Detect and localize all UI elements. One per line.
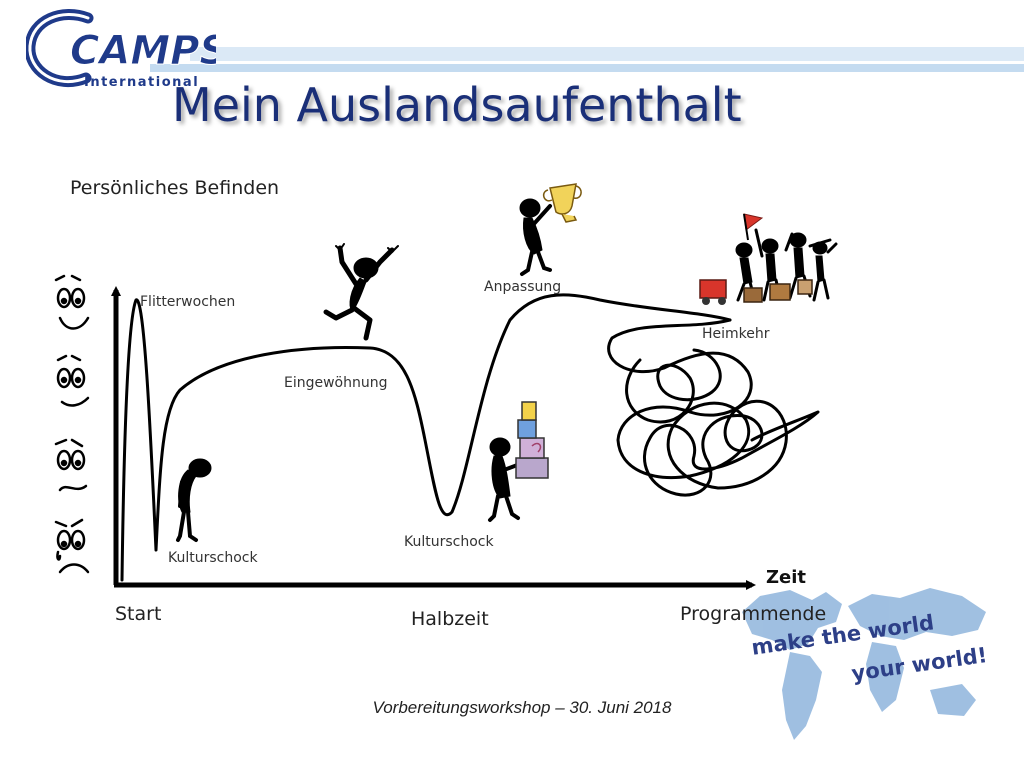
logo-brand: CAMPS [70, 28, 216, 74]
phase-label-kulturschock-2: Kulturschock [404, 534, 494, 550]
mood-curve [120, 293, 732, 582]
heimkehr-tangle [607, 318, 820, 497]
phase-label-heimkehr: Heimkehr [702, 326, 770, 342]
sad-figure-icon [176, 458, 212, 542]
neutral-face-icon [56, 354, 90, 407]
x-axis-label: Zeit [766, 567, 807, 588]
jumping-figure-icon [323, 243, 399, 341]
happy-face-icon [54, 274, 90, 330]
worried-face-icon [54, 438, 88, 492]
header-band-thin [150, 64, 1024, 72]
trophy-figure-icon [519, 183, 582, 276]
phase-label-eingewoehnung: Eingewöhnung [284, 375, 388, 391]
y-axis-label: Persönliches Befinden [70, 177, 280, 199]
phase-label-flitterwochen: Flitterwochen [140, 294, 236, 310]
timeline-programmende: Programmende [680, 603, 827, 625]
header-band [190, 47, 1024, 61]
camps-logo: CAMPS International [26, 9, 216, 90]
logo-subtitle: International [84, 75, 199, 90]
crying-face-icon [54, 518, 90, 574]
gift-carrying-figure-icon [488, 401, 549, 522]
footer-text: Vorbereitungsworkshop – 30. Juni 2018 [372, 698, 672, 717]
homecoming-group-icon [699, 213, 838, 305]
page-title: Mein Auslandsaufenthalt [172, 78, 742, 132]
timeline-halbzeit: Halbzeit [411, 608, 489, 630]
timeline-start: Start [115, 603, 162, 625]
phase-label-anpassung: Anpassung [484, 279, 562, 295]
phase-label-kulturschock-1: Kulturschock [168, 550, 258, 566]
